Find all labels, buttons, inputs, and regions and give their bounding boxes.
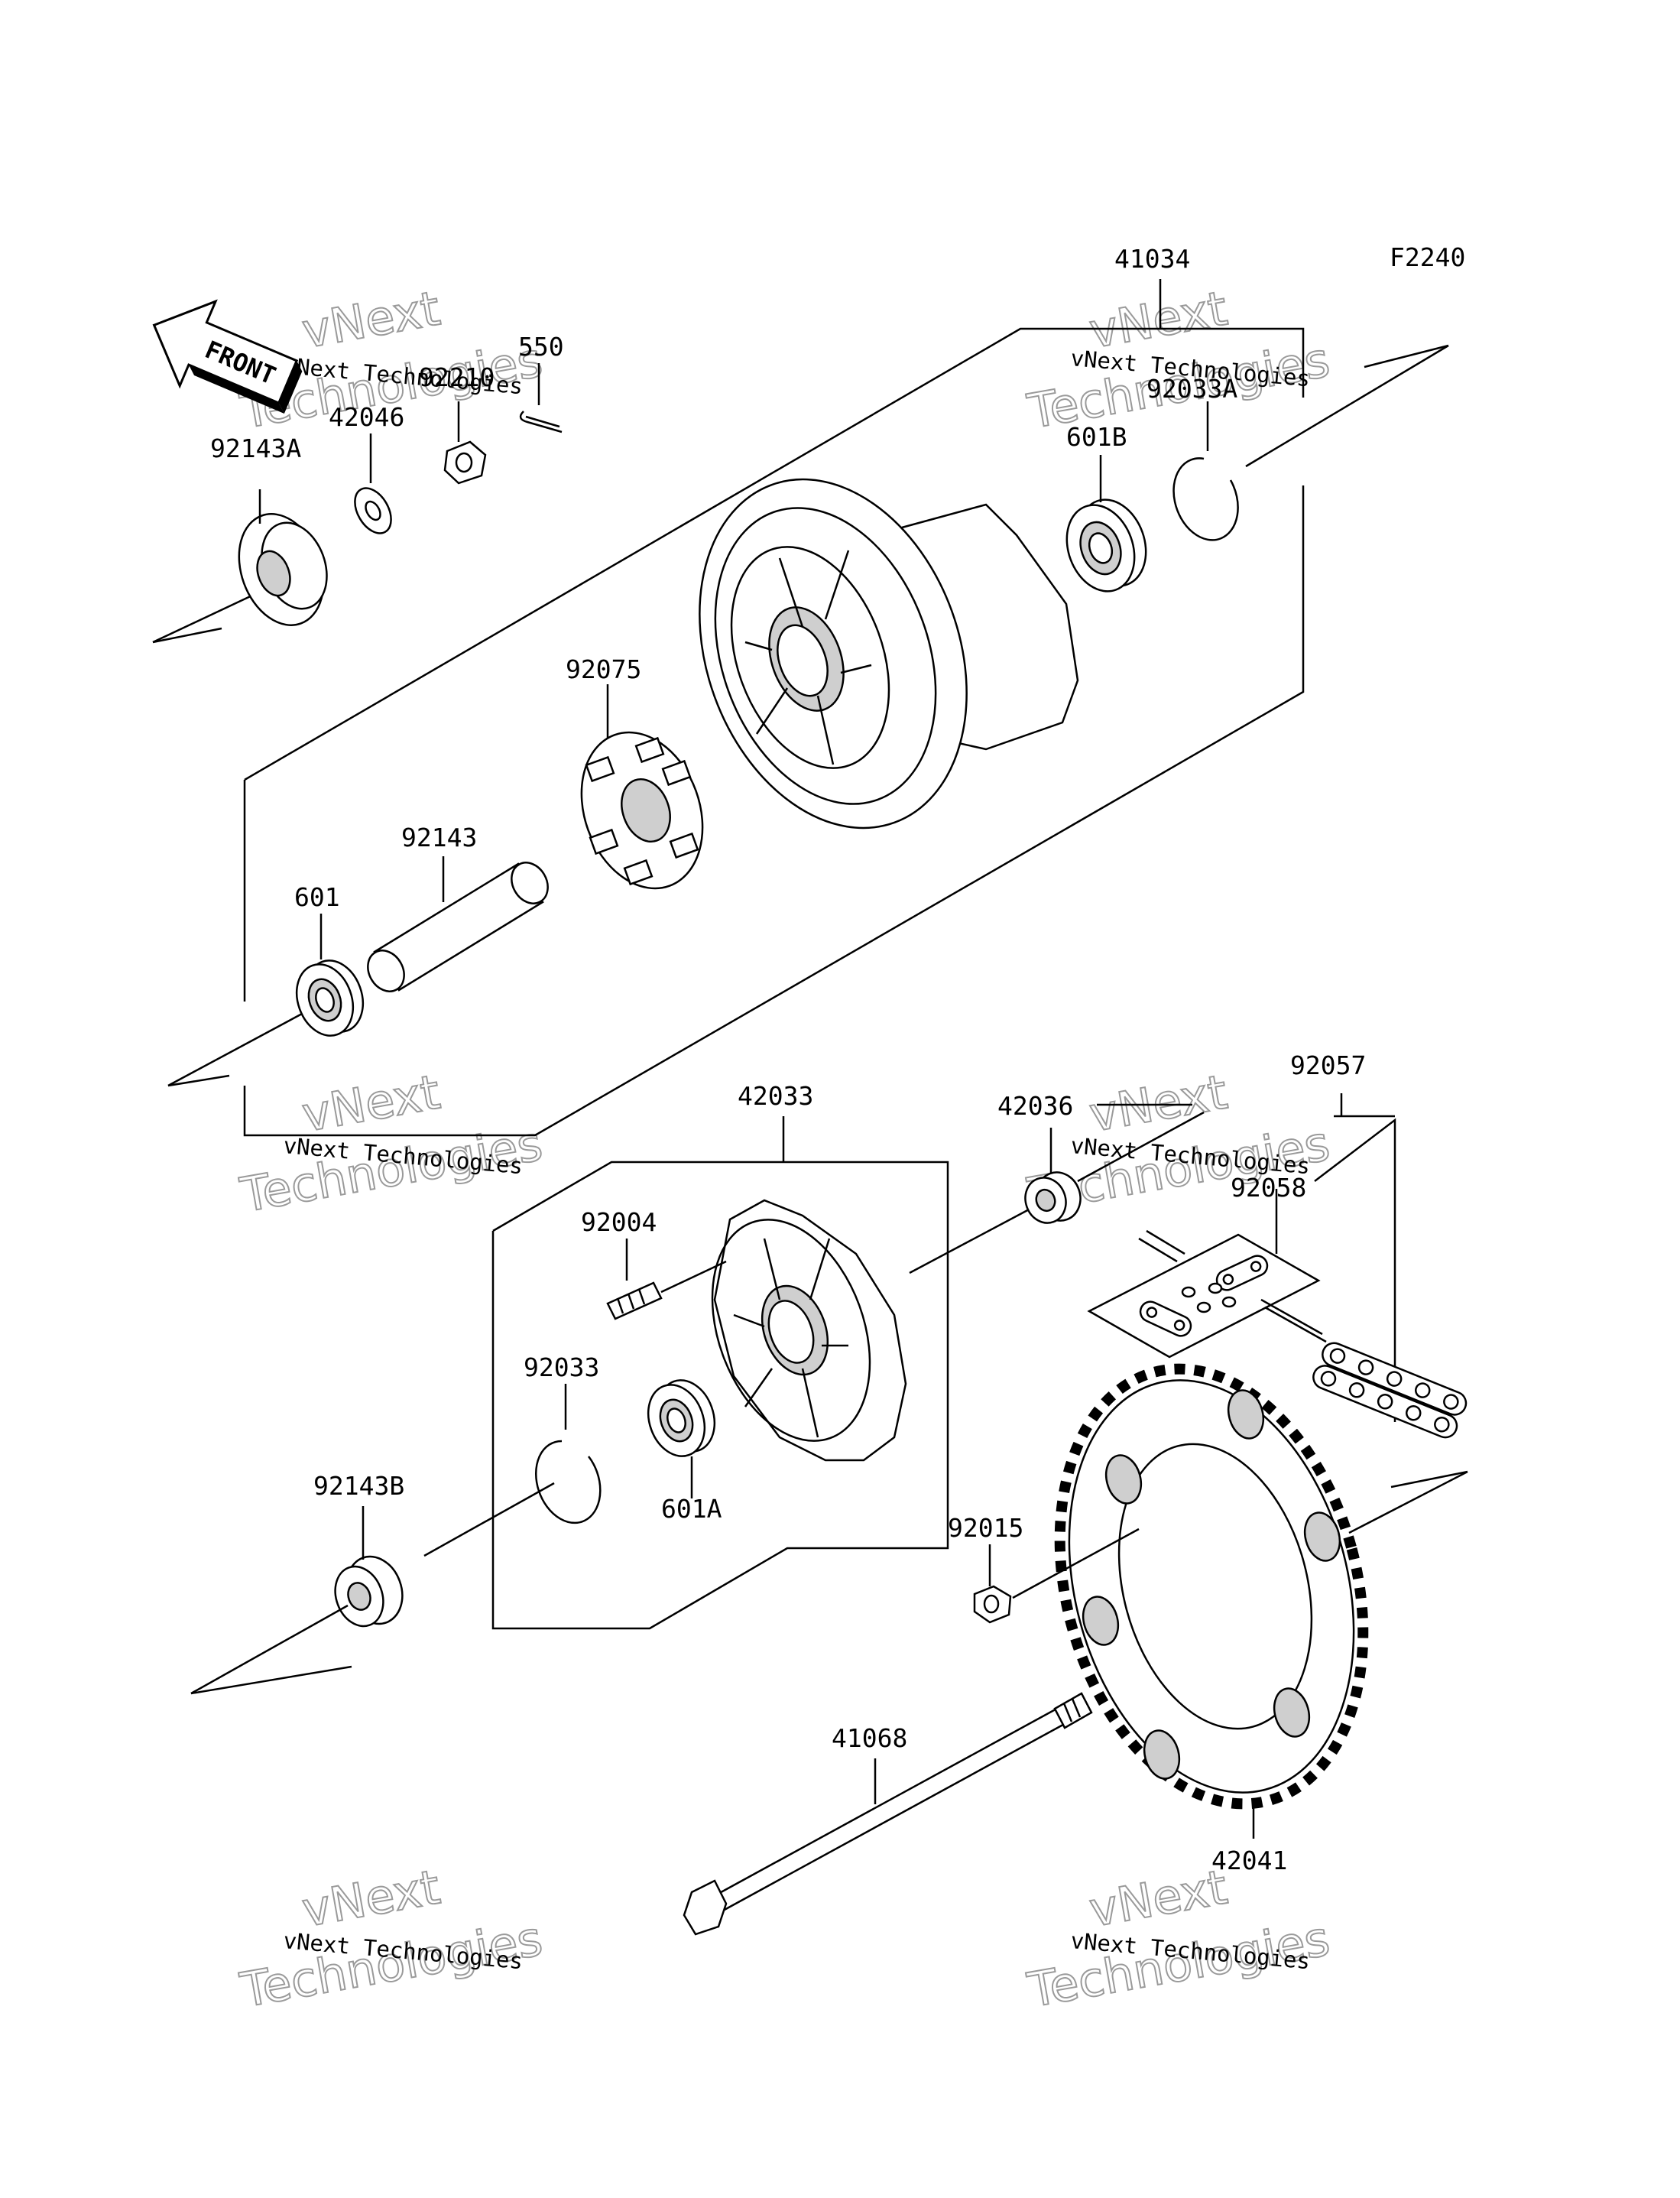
label-92057: 92057 [1290, 1050, 1366, 1080]
svg-text:vNext: vNext [1085, 1063, 1231, 1142]
label-92015: 92015 [948, 1513, 1023, 1543]
hub-damper-part [580, 684, 704, 890]
svg-text:vNext: vNext [298, 280, 444, 359]
label-41068: 41068 [832, 1723, 907, 1753]
bearing-left-part [295, 914, 365, 1037]
axle-part [683, 1692, 1093, 1936]
rear-sprocket-part [1012, 1363, 1468, 1839]
label-92058: 92058 [1231, 1173, 1306, 1203]
washer-part [354, 433, 392, 534]
label-92143: 92143 [401, 823, 477, 852]
svg-text:vNext: vNext [298, 1063, 444, 1142]
axle-nut-part [443, 401, 487, 485]
bearing-coupling-part [647, 1379, 716, 1498]
left-collar-part [238, 489, 328, 626]
bearing-right-part [1065, 455, 1147, 593]
label-92033A: 92033A [1146, 374, 1237, 404]
cotter-pin-part [519, 363, 563, 433]
label-92143A: 92143A [210, 433, 301, 463]
drive-chain-part [1312, 1093, 1468, 1439]
label-550: 550 [518, 332, 564, 362]
circlip-part [423, 1384, 602, 1557]
center-collar-part [367, 856, 549, 992]
watermark-bottom-left: vNext Technologies vNext Technologies [235, 1858, 547, 2019]
label-42033: 42033 [738, 1081, 813, 1111]
label-92210: 92210 [419, 362, 495, 392]
sprocket-coupling-part [711, 1199, 1033, 1462]
watermark-mid-left: vNext Technologies vNext Technologies [235, 1063, 547, 1224]
label-601B: 601B [1066, 422, 1127, 452]
right-collar-part [190, 1506, 404, 1695]
watermark-top-right: vNext Technologies vNext Technologies [1023, 279, 1335, 440]
label-42046: 42046 [329, 402, 404, 432]
label-41034: 41034 [1114, 244, 1190, 274]
master-link-part [1087, 1189, 1327, 1359]
hub-assembly-frame [243, 279, 1305, 1137]
label-601: 601 [294, 882, 340, 912]
label-601A: 601A [661, 1494, 722, 1524]
label-42041: 42041 [1211, 1846, 1287, 1875]
svg-text:vNext: vNext [298, 1859, 444, 1937]
label-92033: 92033 [524, 1352, 599, 1382]
svg-text:vNext: vNext [1085, 1859, 1231, 1937]
coupling-frame [491, 1116, 949, 1630]
label-92075: 92075 [566, 654, 641, 684]
hub-body-part [699, 478, 1079, 830]
coupling-collar-part [1024, 1103, 1205, 1224]
circlip-right-part [1172, 401, 1239, 541]
part-labels: 41034 550 92210 42046 92143A 92033A 601B… [210, 244, 1366, 1875]
watermark-bottom-right: vNext Technologies vNext Technologies [1023, 1858, 1335, 2019]
figure-code: F2240 [1390, 242, 1465, 272]
axis-lines-top [152, 344, 1449, 1087]
label-42036: 42036 [997, 1091, 1073, 1121]
label-92143B: 92143B [313, 1471, 404, 1501]
label-92004: 92004 [581, 1207, 657, 1237]
sprocket-nut-part [973, 1544, 1012, 1624]
stud-part [606, 1239, 727, 1320]
